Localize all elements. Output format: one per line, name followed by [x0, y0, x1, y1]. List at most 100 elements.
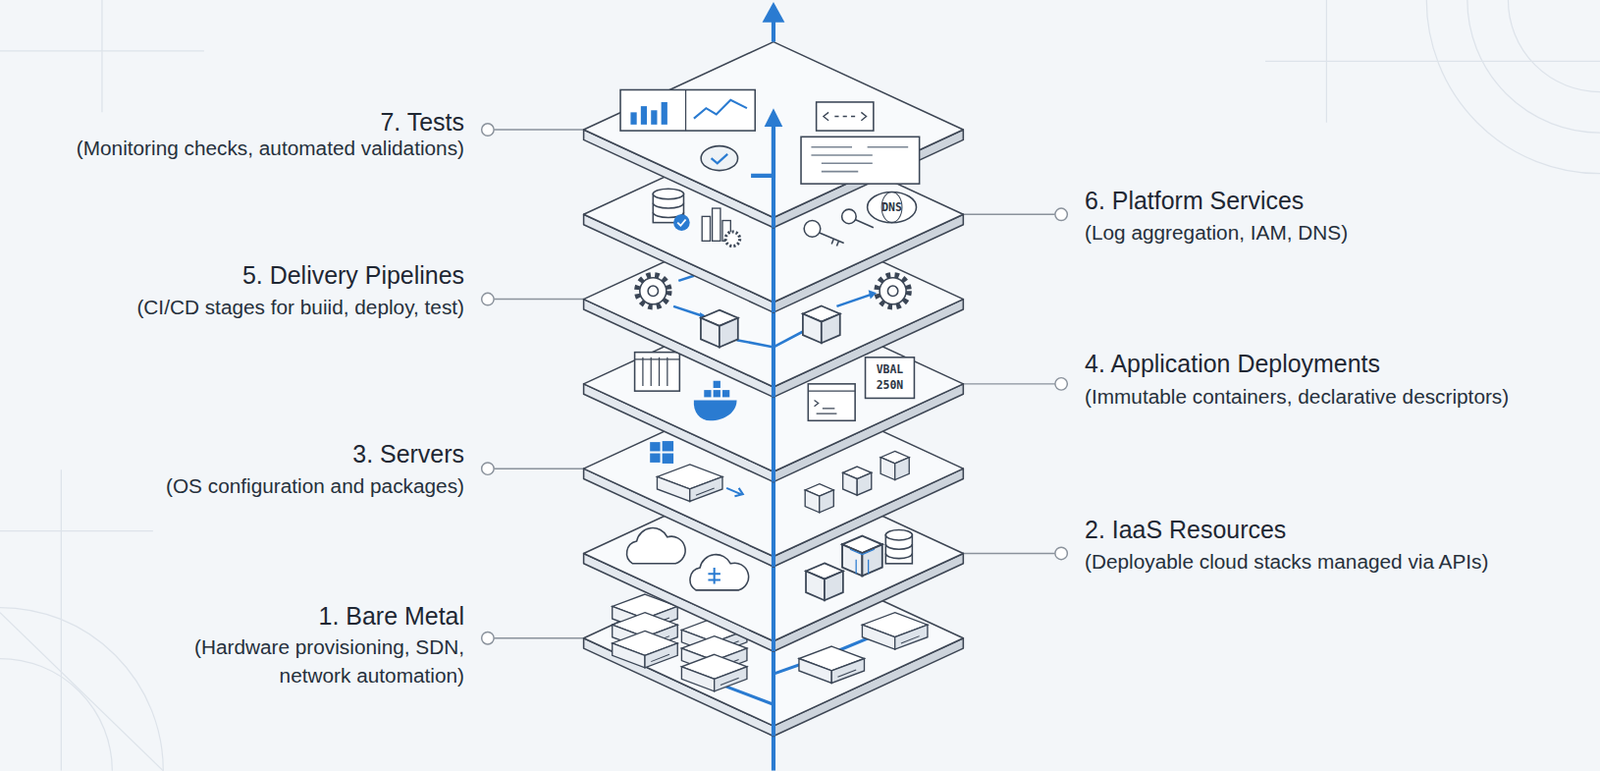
iaas-icons-part [885, 530, 912, 540]
tests-icons-part [816, 102, 874, 131]
tests-icons-part [685, 89, 687, 131]
iaas-icons-part [707, 567, 720, 585]
background-decoration-part [60, 469, 62, 771]
platform-icons-part [725, 231, 741, 247]
background-decoration-part [1265, 60, 1600, 62]
platform-icons-part [842, 209, 857, 224]
pipeline-icons-part [700, 310, 739, 348]
layer-plate [584, 42, 964, 228]
deployment-icons-part-part [722, 389, 730, 397]
pipeline-icons-part [802, 305, 841, 343]
layer-title: 1. Bare Metal [319, 601, 465, 631]
bare-metal-icons-part [861, 612, 928, 649]
iaas-icons-part [842, 535, 883, 577]
deployment-icons-part [771, 383, 776, 482]
tests-icons-part-part [650, 109, 657, 125]
tests-icons-part [711, 154, 729, 163]
layer-description: (CI/CD stages for buiid, deploy, test) [136, 292, 465, 321]
background-decoration-part [0, 612, 163, 771]
platform-icons-part [677, 219, 686, 226]
background-decoration-part [1467, 0, 1600, 133]
servers-icons-part [656, 464, 723, 501]
background-decoration-part [1426, 0, 1600, 174]
tests-icons-part [750, 122, 774, 176]
icon-text: VBAL [876, 363, 905, 377]
tests-icons [620, 1, 920, 228]
leader-lines-part [962, 552, 1056, 554]
leader-lines-part [1055, 377, 1067, 390]
icon-text: 250N [876, 378, 905, 393]
background-decoration-part [101, 0, 103, 112]
layer-plate-part [584, 42, 964, 228]
platform-icons-part [673, 213, 691, 231]
platform-icons-part [701, 215, 710, 241]
platform-icons-part [854, 219, 874, 228]
leader-lines-part [493, 637, 584, 639]
iaas-icons-part [805, 562, 844, 600]
deployment-icons-part-part [713, 380, 721, 388]
platform-icons-part [803, 220, 821, 238]
tests-icons-part [620, 89, 755, 131]
leader-lines-part [1055, 546, 1067, 559]
bare-metal-icons-part [799, 645, 865, 683]
tests-icons-part [762, 1, 786, 23]
deployment-icons-part [807, 390, 855, 414]
deployment-icons-part [865, 357, 915, 399]
layer-description: (OS configuration and packages) [165, 471, 465, 500]
servers-icons-part [804, 483, 834, 513]
deployment-icons-part-part [713, 389, 721, 397]
leader-lines-part [1055, 208, 1067, 220]
platform-icons-part [712, 208, 721, 241]
layer-title: 7. Tests [379, 107, 465, 137]
deployment-icons-part [703, 380, 730, 398]
servers-icons-part-part [649, 453, 660, 463]
servers-icons-part-part [649, 441, 660, 451]
layer-description: (Monitoring checks, automated validation… [76, 133, 465, 162]
layer-title: 5. Delivery Pipelines [242, 261, 465, 290]
tests-icons-part [700, 146, 738, 171]
platform-icons-part [819, 232, 845, 247]
layer-title: 6. Platform Services [1084, 186, 1304, 215]
platform-icons-part [652, 188, 684, 199]
leader-lines-part [481, 123, 494, 136]
iaas-icons-part [771, 552, 776, 651]
tests-icons-part-part [661, 102, 668, 125]
iaas-icons-part [850, 548, 875, 574]
leader-lines-part [493, 467, 584, 469]
layer-description: (Immutable containers, declarative descr… [1084, 381, 1509, 411]
tests-icons-part [764, 107, 784, 127]
pipeline-icons-part [877, 275, 908, 307]
background-decoration-part [0, 658, 112, 771]
leader-lines-part [493, 298, 584, 300]
pipeline-icons-part [638, 275, 669, 307]
deployment-icons-part-part [703, 389, 711, 397]
layer-title: 3. Servers [352, 439, 465, 469]
layer-title: 2. IaaS Resources [1084, 515, 1286, 544]
leader-lines-part [962, 382, 1056, 384]
deployment-icons-part [807, 383, 855, 421]
layer-title: 4. Application Deployments [1084, 350, 1381, 379]
servers-icons-part [771, 468, 776, 567]
tests-icons-part [810, 147, 908, 172]
leader-lines-part [481, 292, 494, 305]
background-decoration-part [0, 607, 163, 771]
layer-description: (Hardware provisioning, SDN, network aut… [158, 633, 465, 691]
iaas-icons-part [885, 543, 912, 559]
layer-description: (Deployable cloud stacks managed via API… [1084, 546, 1489, 576]
background-decoration-part [0, 50, 205, 52]
servers-icons-part [843, 466, 872, 495]
servers-icons-part [726, 487, 744, 496]
servers-icons-part [649, 440, 674, 464]
iaas-icons-part [627, 528, 687, 564]
leader-lines [481, 123, 1068, 644]
leader-lines-part [481, 631, 494, 643]
deployment-icons-part [693, 399, 738, 421]
servers-icons-part-part [662, 440, 674, 451]
platform-icons-part [881, 191, 903, 222]
deployment-icons-part [635, 357, 681, 386]
tests-icons-part [823, 111, 867, 120]
servers-icons-part [880, 450, 909, 480]
platform-icons-part [867, 191, 917, 222]
